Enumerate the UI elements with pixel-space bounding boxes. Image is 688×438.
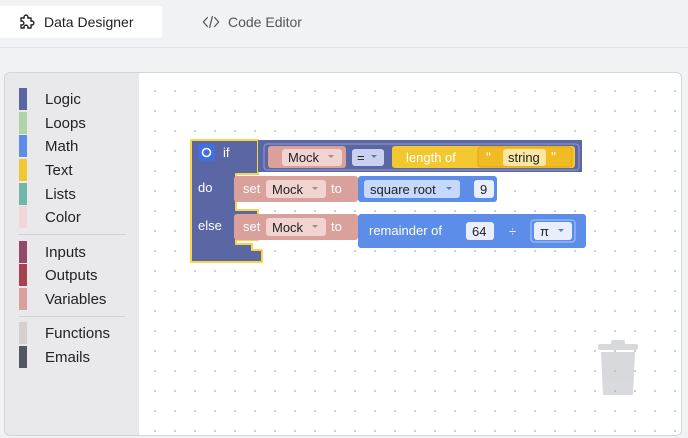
operator-dropdown[interactable] bbox=[352, 149, 384, 166]
category-lists[interactable]: Lists bbox=[5, 183, 139, 205]
category-label: Math bbox=[45, 138, 79, 155]
puzzle-icon bbox=[18, 13, 36, 31]
category-swatch bbox=[19, 206, 27, 228]
category-swatch bbox=[19, 88, 27, 110]
toolbox: Logic Loops Math Text Lists Color Inputs… bbox=[5, 73, 139, 435]
close-quote: ” bbox=[551, 149, 556, 166]
if-label: if bbox=[223, 145, 230, 160]
category-loops[interactable]: Loops bbox=[5, 112, 139, 134]
set2-var-dropdown[interactable] bbox=[266, 218, 326, 236]
tab-code-editor[interactable]: Code Editor bbox=[190, 6, 302, 38]
cond-var-dropdown[interactable] bbox=[282, 149, 342, 166]
math-fn-dropdown[interactable] bbox=[364, 180, 460, 198]
toolbox-separator bbox=[19, 234, 125, 235]
tab-data-designer[interactable]: Data Designer bbox=[0, 6, 162, 38]
category-swatch bbox=[19, 322, 27, 344]
category-swatch bbox=[19, 346, 27, 368]
set1-var-text: Mock bbox=[272, 182, 304, 197]
category-swatch bbox=[19, 264, 27, 286]
open-quote: “ bbox=[486, 149, 491, 166]
category-label: Inputs bbox=[45, 244, 86, 261]
category-label: Outputs bbox=[45, 267, 98, 284]
do-label: do bbox=[198, 180, 212, 195]
set2-var-text: Mock bbox=[272, 220, 304, 235]
set2-to-label: to bbox=[331, 219, 342, 234]
tab-label: Code Editor bbox=[228, 14, 302, 30]
category-swatch bbox=[19, 135, 27, 157]
category-label: Logic bbox=[45, 91, 81, 108]
dividend-field[interactable] bbox=[466, 222, 494, 240]
category-label: Lists bbox=[45, 186, 76, 203]
code-icon bbox=[202, 13, 220, 31]
category-emails[interactable]: Emails bbox=[5, 346, 139, 368]
tab-bar: Data Designer Code Editor bbox=[0, 0, 688, 48]
set1-label: set bbox=[243, 181, 261, 196]
set2-label: set bbox=[243, 219, 261, 234]
category-label: Loops bbox=[45, 115, 86, 132]
category-math[interactable]: Math bbox=[5, 135, 139, 157]
category-label: Text bbox=[45, 162, 73, 179]
category-swatch bbox=[19, 288, 27, 310]
gear-icon-center bbox=[201, 147, 212, 158]
divisor-text: π bbox=[540, 224, 549, 239]
set1-to-label: to bbox=[331, 181, 342, 196]
chevron-down-icon bbox=[446, 187, 452, 190]
chevron-down-icon bbox=[328, 155, 334, 158]
chevron-down-icon bbox=[312, 187, 318, 190]
category-swatch bbox=[19, 112, 27, 134]
editor-frame: Logic Loops Math Text Lists Color Inputs… bbox=[4, 72, 682, 436]
chevron-down-icon bbox=[558, 229, 564, 232]
category-outputs[interactable]: Outputs bbox=[5, 264, 139, 286]
category-variables[interactable]: Variables bbox=[5, 288, 139, 310]
remainder-label: remainder of bbox=[369, 223, 442, 238]
math-arg-text: 9 bbox=[480, 182, 487, 197]
category-swatch bbox=[19, 159, 27, 181]
length-of-label: length of bbox=[406, 150, 456, 165]
math-arg-field[interactable] bbox=[474, 180, 494, 198]
category-swatch bbox=[19, 183, 27, 205]
category-functions[interactable]: Functions bbox=[5, 322, 139, 344]
category-label: Color bbox=[45, 209, 81, 226]
category-label: Functions bbox=[45, 325, 111, 342]
divide-sign: ÷ bbox=[509, 224, 516, 239]
set1-var-dropdown[interactable] bbox=[266, 180, 326, 198]
toolbox-separator bbox=[19, 316, 125, 317]
category-color[interactable]: Color bbox=[5, 206, 139, 228]
divisor-dropdown[interactable] bbox=[534, 222, 572, 240]
cond-var-text: Mock bbox=[288, 150, 320, 165]
gear-icon[interactable] bbox=[198, 144, 215, 161]
dividend-text: 64 bbox=[472, 224, 486, 239]
tab-label: Data Designer bbox=[44, 14, 134, 30]
block-workspace[interactable] bbox=[139, 73, 681, 435]
category-label: Emails bbox=[45, 349, 91, 366]
string-value: string bbox=[508, 150, 540, 165]
math-fn-text: square root bbox=[370, 182, 436, 197]
trash-icon[interactable] bbox=[598, 340, 638, 395]
chevron-down-icon bbox=[312, 225, 318, 228]
chevron-down-icon bbox=[371, 155, 377, 158]
else-label: else bbox=[198, 218, 222, 233]
category-swatch bbox=[19, 241, 27, 263]
category-logic[interactable]: Logic bbox=[5, 88, 139, 110]
category-inputs[interactable]: Inputs bbox=[5, 241, 139, 263]
string-field[interactable] bbox=[503, 149, 546, 166]
category-text[interactable]: Text bbox=[5, 159, 139, 181]
operator-text: = bbox=[357, 150, 365, 165]
category-label: Variables bbox=[45, 291, 107, 308]
